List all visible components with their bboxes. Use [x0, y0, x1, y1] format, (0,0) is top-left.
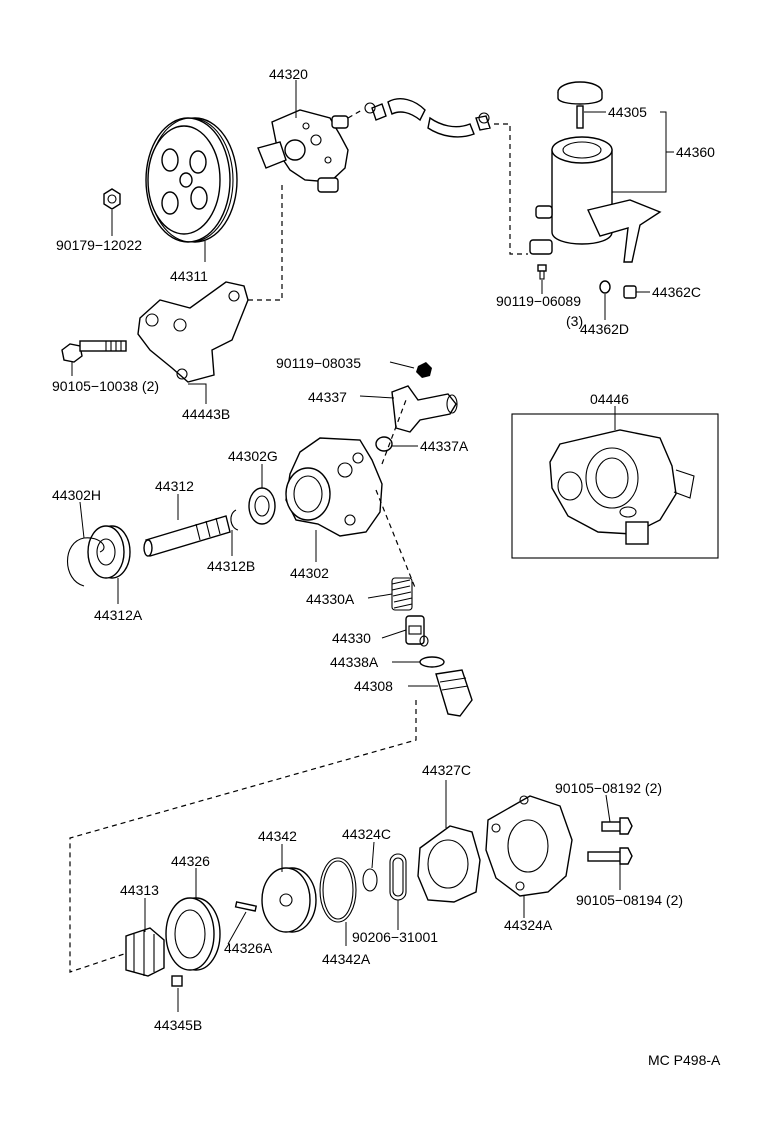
o-ring-44338A[interactable] [419, 656, 445, 668]
label-44311[interactable]: 44311 [170, 268, 208, 284]
bolt-90105-08192[interactable] [601, 817, 633, 835]
reservoir-cap-44305[interactable] [557, 81, 603, 129]
screw-90119-06089[interactable] [537, 264, 547, 280]
label-90119-06089-qty: (3) [566, 313, 583, 329]
bracket-44443B[interactable] [137, 281, 249, 383]
label-90206-31001[interactable]: 90206−31001 [352, 929, 438, 945]
label-44362D[interactable]: 44362D [580, 321, 629, 337]
seal-44302G[interactable] [248, 487, 276, 525]
lower-route [69, 700, 417, 973]
label-44320[interactable]: 44320 [269, 66, 308, 82]
clamp-44362D[interactable] [599, 280, 611, 294]
pump-assembly-44320[interactable] [257, 109, 349, 193]
rotor-44313[interactable] [125, 927, 165, 977]
clip-44362C[interactable] [623, 285, 637, 299]
label-44302[interactable]: 44302 [290, 565, 329, 581]
label-44324A[interactable]: 44324A [504, 917, 553, 933]
housing-route [381, 399, 407, 465]
label-44302H[interactable]: 44302H [52, 487, 101, 503]
hose-and-clamps[interactable] [364, 98, 491, 138]
label-44312B[interactable]: 44312B [207, 558, 255, 574]
label-90105-08194[interactable]: 90105−08194 (2) [576, 892, 683, 908]
diagram-code: MC P498-A [648, 1052, 721, 1068]
label-44443B[interactable]: 44443B [182, 406, 230, 422]
label-44312[interactable]: 44312 [155, 478, 194, 494]
bolt-90105-08194[interactable] [587, 847, 633, 865]
o-ring-44342A[interactable] [319, 857, 357, 923]
pulley-44311[interactable] [145, 117, 238, 243]
hose-route [347, 109, 363, 119]
shaft-44312[interactable] [143, 515, 231, 557]
label-44342A[interactable]: 44342A [322, 951, 371, 967]
housing-44302[interactable] [285, 437, 383, 537]
valve-44330[interactable] [405, 615, 429, 647]
label-44312A[interactable]: 44312A [94, 607, 143, 623]
label-44326A[interactable]: 44326A [224, 940, 273, 956]
label-44330[interactable]: 44330 [332, 630, 371, 646]
snap-ring-44302H[interactable] [66, 537, 105, 587]
label-44345B[interactable]: 44345B [154, 1017, 202, 1033]
side-plate-44342[interactable] [261, 867, 317, 933]
gasket-kit-04446-inset[interactable] [511, 413, 719, 559]
spring-44330A[interactable] [391, 577, 413, 611]
label-44308[interactable]: 44308 [354, 678, 393, 694]
vane-44345B[interactable] [171, 975, 183, 987]
bracket-route [248, 182, 283, 301]
bolt-90105-10038[interactable] [61, 340, 127, 363]
part-labels: 44320 44305 44360 90179−12022 44311 9011… [52, 66, 721, 1068]
label-90119-08035[interactable]: 90119−08035 [276, 355, 361, 371]
reservoir-44360[interactable] [529, 136, 662, 263]
cover-44324A[interactable] [485, 795, 573, 897]
label-44327C[interactable]: 44327C [422, 762, 471, 778]
o-ring-90206-31001[interactable] [389, 853, 407, 901]
hose-route [494, 123, 528, 255]
label-44338A[interactable]: 44338A [330, 654, 379, 670]
plug-44308[interactable] [435, 669, 473, 717]
label-44326[interactable]: 44326 [171, 853, 210, 869]
union-44337[interactable] [391, 385, 458, 433]
pin-44326A[interactable] [234, 901, 258, 912]
o-ring-44337A[interactable] [375, 436, 393, 452]
label-44360[interactable]: 44360 [676, 144, 715, 160]
label-44330A[interactable]: 44330A [306, 591, 355, 607]
label-90105-10038[interactable]: 90105−10038 (2) [52, 378, 159, 394]
nut-90179-12022[interactable] [103, 188, 121, 210]
label-44305[interactable]: 44305 [608, 104, 647, 120]
cam-ring-44326[interactable] [165, 897, 221, 971]
label-04446[interactable]: 04446 [590, 391, 629, 407]
label-44337A[interactable]: 44337A [420, 438, 469, 454]
label-90105-08192[interactable]: 90105−08192 (2) [555, 780, 662, 796]
label-44302G[interactable]: 44302G [228, 448, 278, 464]
bolt-90119-08035[interactable] [416, 362, 432, 378]
gasket-44327C[interactable] [417, 825, 481, 903]
leader-lines [71, 80, 674, 1012]
label-44313[interactable]: 44313 [120, 882, 159, 898]
label-44337[interactable]: 44337 [308, 389, 347, 405]
bearing-44312A[interactable] [87, 525, 131, 579]
snap-ring-44312B[interactable] [230, 509, 239, 531]
label-44342[interactable]: 44342 [258, 828, 297, 844]
label-44362C[interactable]: 44362C [652, 284, 701, 300]
label-90179-12022[interactable]: 90179−12022 [56, 237, 142, 253]
label-90119-06089[interactable]: 90119−06089 [496, 293, 581, 309]
label-44324C[interactable]: 44324C [342, 826, 391, 842]
o-ring-44324C[interactable] [362, 868, 378, 892]
housing-route [375, 489, 417, 591]
